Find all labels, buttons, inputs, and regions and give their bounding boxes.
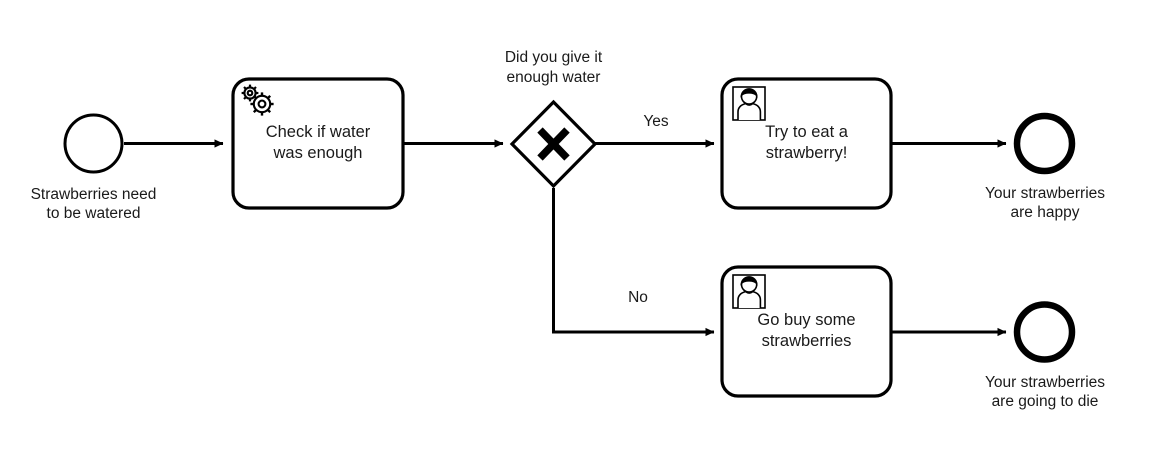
service-task-label: Check if water was enough [265,122,371,162]
start-event-label: Strawberries need to be watered [30,186,157,222]
flow-label-no: No [628,289,648,306]
flow-label-yes: Yes [643,113,669,130]
sequence-flows [124,139,1007,337]
gear-icon [241,84,274,116]
user-icon-eat [732,86,766,121]
user-icon-buy [732,274,766,309]
service-task-box[interactable] [231,77,405,210]
end-event-die-circle[interactable] [1013,301,1076,363]
flow-gateway-no [552,188,715,337]
end-event-happy-circle[interactable] [1013,112,1076,175]
end-event-die-label: Your strawberries are going to die [984,374,1106,410]
user-task-buy-label: Go buy some strawberries [757,310,856,350]
gateway-label: Did you give it enough water [504,49,603,86]
exclusive-gateway-x-icon [537,127,570,161]
end-event-happy-label: Your strawberries are happy [984,185,1106,221]
user-task-eat-label: Try to eat a strawberry! [765,122,848,162]
start-event-circle[interactable] [63,113,124,174]
